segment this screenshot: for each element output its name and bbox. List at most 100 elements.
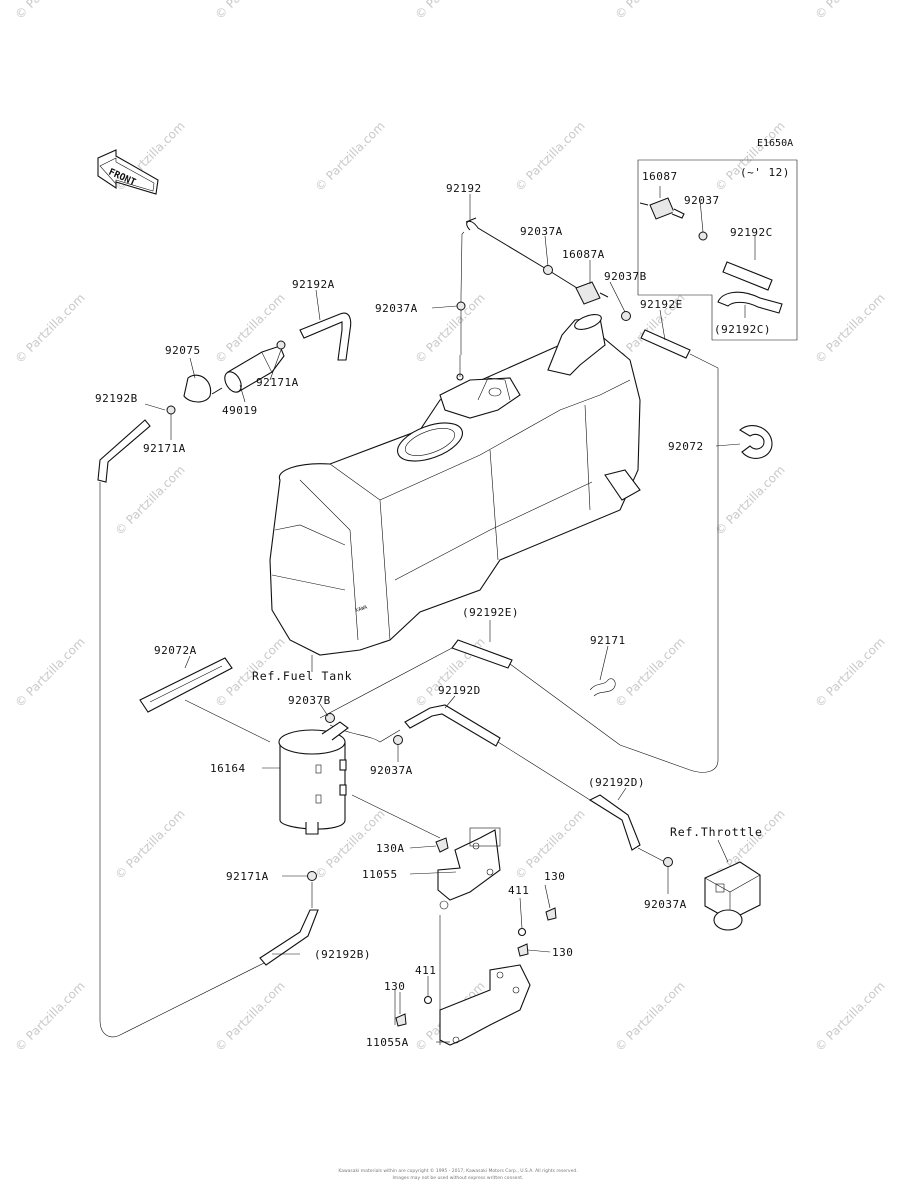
watermark-text: © Partzilla.com xyxy=(112,463,187,538)
clamp-92037A-top xyxy=(543,265,553,275)
grommet-92072 xyxy=(739,425,773,459)
label-16087: 16087 xyxy=(642,170,678,183)
bracket-92075 xyxy=(183,374,212,403)
label-92072A: 92072A xyxy=(154,644,197,657)
label-92037A-left: 92037A xyxy=(375,302,418,315)
label-49019: 49019 xyxy=(222,404,258,417)
label-92037A-top: 92037A xyxy=(520,225,563,238)
clip-92171 xyxy=(589,678,616,697)
label-92171: 92171 xyxy=(590,634,626,647)
label-92192E: 92192E xyxy=(640,298,683,311)
watermark-text: © Partzilla.com xyxy=(812,979,887,1054)
fuel-tank: KAWA xyxy=(269,314,641,656)
clamp-92171A-top xyxy=(276,340,286,350)
watermark-text: © Partzilla.com xyxy=(612,979,687,1054)
copyright-line-2: Images may not be used without express w… xyxy=(392,1175,523,1181)
watermark-text: © Partzilla.com xyxy=(412,0,487,22)
watermark-text: © Partzilla.com xyxy=(712,463,787,538)
inset-box: (~' 12) xyxy=(637,159,798,341)
inset-hose-92192C-bent xyxy=(717,291,783,314)
label-92037B-top: 92037B xyxy=(604,270,647,283)
watermark-text: © Partzilla.com xyxy=(812,635,887,710)
watermark-text: © Partzilla.com xyxy=(712,119,787,194)
inset-hose-92192C xyxy=(722,261,773,291)
front-arrow-icon: FRONT xyxy=(97,149,159,195)
hose-lines xyxy=(97,217,719,1045)
watermark-text: © Partzilla.com xyxy=(12,0,87,22)
label-130A: 130A xyxy=(376,842,405,855)
clamp-92171A-bot xyxy=(307,871,317,881)
label-16164: 16164 xyxy=(210,762,246,775)
watermark-text: © Partzilla.com xyxy=(512,119,587,194)
label-92192C: 92192C xyxy=(730,226,773,239)
inset-clamp xyxy=(698,231,708,241)
inset-check-valve xyxy=(639,197,685,220)
label-92171A-bot: 92171A xyxy=(226,870,269,883)
clamp-92171A-left xyxy=(166,405,176,415)
watermark-text: © Partzilla.com xyxy=(412,291,487,366)
bolt-130-c xyxy=(395,1013,407,1027)
watermark-text: © Partzilla.com xyxy=(612,0,687,22)
copyright-line-1: Kawasaki materials within are copyright … xyxy=(338,1167,577,1174)
watermark-text: © Partzilla.com xyxy=(112,807,187,882)
valve-16087A xyxy=(575,281,601,305)
label-92171A-left: 92171A xyxy=(143,442,186,455)
clamp-92037A-mid xyxy=(393,735,403,745)
label-92192E-paren: (92192E) xyxy=(462,606,519,619)
label-92192C-paren: (92192C) xyxy=(714,323,771,336)
small-parts xyxy=(139,265,773,1046)
diagram-code: E1650A xyxy=(757,138,793,149)
label-11055A: 11055A xyxy=(366,1036,409,1049)
watermark-text: © Partzilla.com xyxy=(212,979,287,1054)
bracket-11055A xyxy=(439,964,531,1046)
leader-lines xyxy=(144,186,756,1043)
label-92075: 92075 xyxy=(165,344,201,357)
bolt-130A xyxy=(435,837,449,853)
label-92072: 92072 xyxy=(668,440,704,453)
ref-throttle-label: Ref.Throttle xyxy=(670,825,763,839)
throttle-body xyxy=(704,861,761,931)
label-92192B-paren: (92192B) xyxy=(314,948,371,961)
label-11055: 11055 xyxy=(362,868,398,881)
label-92192A: 92192A xyxy=(292,278,335,291)
label-130-c: 130 xyxy=(384,980,405,993)
band-92072A xyxy=(139,657,233,713)
clamp-92037B-top xyxy=(621,311,631,321)
svg-text:KAWA: KAWA xyxy=(355,604,368,613)
washer-411-a xyxy=(517,927,527,937)
watermark-text: © Partzilla.com xyxy=(412,635,487,710)
part-labels: 16087 92037 92192C (92192C) 92192 92037A… xyxy=(95,170,773,1049)
watermark-text: © Partzilla.com xyxy=(212,0,287,22)
bolt-130-a xyxy=(545,907,557,921)
label-16087A: 16087A xyxy=(562,248,605,261)
fuel-filter-49019 xyxy=(211,345,285,395)
label-92037-inset: 92037 xyxy=(684,194,720,207)
watermark-text: © Partzilla.com xyxy=(312,119,387,194)
ref-fuel-tank-label: Ref.Fuel Tank xyxy=(252,669,352,683)
label-92037A-mid: 92037A xyxy=(370,764,413,777)
label-411-b: 411 xyxy=(415,964,436,977)
watermark-text: © Partzilla.com xyxy=(812,0,887,22)
label-411-a: 411 xyxy=(508,884,529,897)
label-92037A-right: 92037A xyxy=(644,898,687,911)
clamp-92037B-mid xyxy=(325,713,335,723)
canister-16164 xyxy=(278,721,349,835)
clamp-92037A-right xyxy=(663,857,673,867)
clamp-92037A-left xyxy=(456,301,466,311)
label-92192: 92192 xyxy=(446,182,482,195)
label-130-a: 130 xyxy=(544,870,565,883)
inset-note: (~' 12) xyxy=(740,166,790,179)
bolt-130-b xyxy=(517,943,529,957)
label-92037B-mid: 92037B xyxy=(288,694,331,707)
washer-411-b xyxy=(423,995,433,1005)
label-92171A-top: 92171A xyxy=(256,376,299,389)
bracket-11055 xyxy=(437,827,501,910)
watermark-text: © Partzilla.com xyxy=(12,979,87,1054)
watermark-text: © Partzilla.com xyxy=(12,635,87,710)
label-92192D-paren: (92192D) xyxy=(588,776,645,789)
watermark-text: © Partzilla.com xyxy=(12,291,87,366)
label-92192B: 92192B xyxy=(95,392,138,405)
watermark-text: © Partzilla.com xyxy=(812,291,887,366)
label-130-b: 130 xyxy=(552,946,573,959)
